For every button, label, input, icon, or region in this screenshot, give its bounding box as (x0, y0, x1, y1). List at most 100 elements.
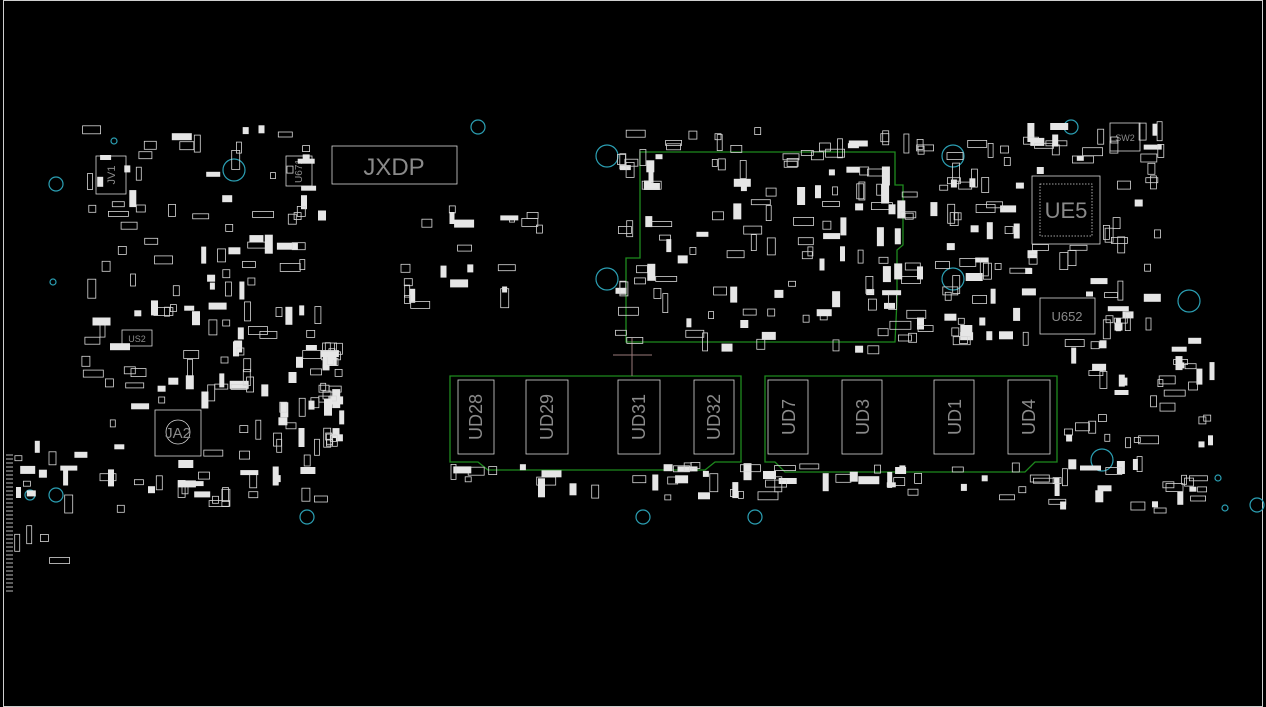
smd-component (308, 400, 315, 410)
memory-chip-ud31[interactable]: UD31 (617, 379, 661, 455)
switch-sw2[interactable]: SW2 (1109, 122, 1141, 152)
smd-component (967, 139, 988, 148)
smd-component (1150, 395, 1157, 408)
smd-component (1027, 123, 1035, 142)
smd-component (297, 158, 315, 164)
memory-chip-ud7[interactable]: UD7 (767, 379, 809, 455)
chip-u652[interactable]: U652 (1039, 297, 1096, 335)
chip-ue5[interactable]: UE5 (1031, 175, 1101, 245)
smd-component (1209, 362, 1215, 381)
memory-chip-ud1[interactable]: UD1 (933, 379, 975, 455)
smd-component (236, 347, 245, 356)
smd-component (1068, 459, 1077, 470)
board-outline-upper (625, 151, 904, 343)
smd-component (1157, 143, 1165, 158)
smd-component (975, 204, 996, 213)
memory-chip-ud32[interactable]: UD32 (693, 379, 735, 455)
smd-component (639, 149, 647, 166)
smd-component (765, 205, 772, 222)
smd-component (917, 325, 934, 333)
smd-component (26, 490, 36, 497)
smd-component (1171, 346, 1187, 352)
memory-chip-ud4[interactable]: UD4 (1007, 379, 1051, 455)
smd-component (239, 450, 251, 460)
smd-component (208, 500, 230, 508)
smd-component (618, 226, 632, 234)
smd-component (1021, 288, 1036, 296)
smd-component (105, 378, 114, 388)
smd-component (906, 309, 927, 319)
smd-component (116, 504, 125, 513)
smd-component (990, 288, 996, 304)
smd-component (865, 275, 874, 294)
smd-component (299, 305, 305, 316)
smd-component (970, 225, 979, 233)
smd-component (421, 218, 433, 228)
smd-component (1143, 144, 1162, 150)
smd-component (151, 300, 158, 316)
memory-chip-ud29[interactable]: UD29 (525, 379, 569, 455)
smd-component (129, 190, 137, 208)
smd-component (192, 311, 200, 326)
smd-component (709, 473, 719, 493)
ud3-label: UD3 (853, 399, 873, 435)
smd-component (100, 155, 112, 160)
smd-component (683, 462, 692, 472)
smd-component (194, 491, 211, 498)
chip-ja2[interactable]: JA2 (154, 409, 202, 457)
smd-component (889, 320, 912, 330)
chip-jv1[interactable]: JV1 (95, 155, 127, 195)
smd-component (488, 466, 498, 476)
chip-u671[interactable]: U671 (285, 155, 313, 187)
smd-component (247, 326, 268, 335)
smd-component (1103, 224, 1110, 240)
smd-component (893, 477, 906, 487)
smd-component (409, 288, 416, 303)
smd-component (332, 428, 340, 439)
smd-component (1132, 459, 1138, 470)
smd-component (662, 293, 669, 314)
smd-component (979, 317, 986, 326)
smd-component (133, 479, 144, 486)
smd-component (82, 369, 104, 378)
smd-component (339, 410, 345, 425)
smd-component (155, 475, 163, 491)
smd-component (917, 145, 925, 155)
smd-component (276, 438, 283, 453)
smd-component (1025, 268, 1033, 274)
smd-component (740, 184, 747, 192)
smd-component (942, 286, 959, 296)
smd-component (732, 482, 739, 499)
smd-component (177, 480, 196, 488)
smd-component (714, 133, 722, 141)
smd-component (947, 203, 956, 224)
smd-component (14, 533, 21, 552)
smd-component (840, 246, 845, 262)
smd-component (686, 318, 692, 328)
smd-component (951, 327, 960, 337)
connector-jxdp[interactable]: JXDP (331, 145, 458, 185)
smd-component (502, 286, 508, 293)
smd-component (1163, 389, 1186, 397)
smd-component (626, 336, 644, 344)
memory-chip-ud3[interactable]: UD3 (841, 379, 883, 455)
smd-component (822, 201, 840, 207)
smd-component (322, 364, 330, 371)
smd-component (247, 277, 256, 286)
smd-component (222, 269, 231, 279)
smd-component (322, 357, 337, 366)
smd-component (450, 463, 457, 480)
smd-component (301, 487, 311, 502)
smd-component (1013, 223, 1020, 239)
memory-chip-ud28[interactable]: UD28 (457, 379, 495, 455)
smd-component (832, 339, 840, 352)
smd-component (291, 242, 306, 251)
smd-component (819, 258, 825, 271)
smd-component (969, 178, 976, 188)
smd-component (958, 181, 973, 190)
smd-component (1107, 306, 1129, 312)
smd-component (242, 127, 249, 135)
chip-us2[interactable]: US2 (121, 329, 153, 347)
smd-component (228, 247, 241, 255)
